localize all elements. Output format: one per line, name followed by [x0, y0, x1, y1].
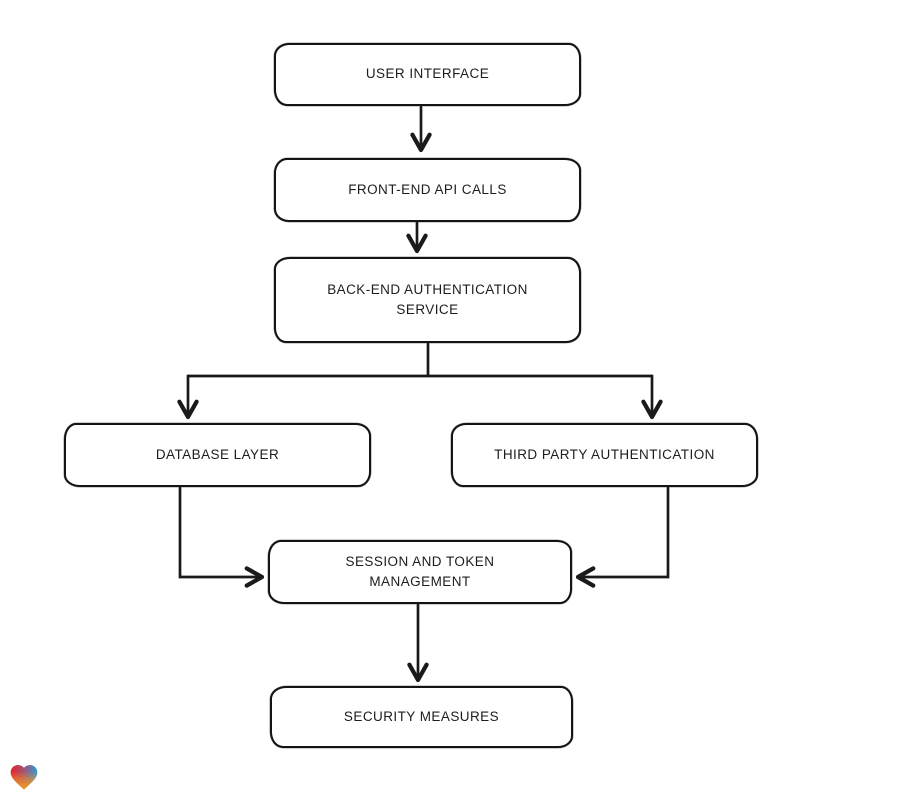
node-front-end-api-calls[interactable]: FRONT-END API CALLS [274, 158, 581, 222]
node-label: SECURITY MEASURES [343, 708, 500, 724]
node-back-end-authentication-service[interactable]: BACK-END AUTHENTICATION SERVICE [274, 257, 581, 343]
gradient-heart-logo-icon[interactable] [8, 761, 40, 793]
node-session-and-token-management[interactable]: SESSION AND TOKEN MANAGEMENT [268, 540, 572, 604]
node-label: THIRD PARTY AUTHENTICATION [494, 446, 715, 462]
node-label: SESSION AND TOKEN MANAGEMENT [345, 553, 495, 589]
node-database-layer[interactable]: DATABASE LAYER [64, 423, 371, 487]
node-security-measures[interactable]: SECURITY MEASURES [270, 686, 573, 748]
node-label: DATABASE LAYER [155, 446, 280, 462]
node-user-interface[interactable]: USER INTERFACE [274, 43, 581, 106]
edge-backend-branch-trunk [186, 342, 654, 378]
node-label: USER INTERFACE [365, 66, 490, 82]
node-third-party-authentication[interactable]: THIRD PARTY AUTHENTICATION [451, 423, 758, 487]
node-label: FRONT-END API CALLS [348, 181, 507, 197]
edge-thirdparty-to-session [575, 486, 670, 588]
edge-database-to-session [178, 486, 265, 588]
node-label: BACK-END AUTHENTICATION SERVICE [327, 281, 528, 317]
